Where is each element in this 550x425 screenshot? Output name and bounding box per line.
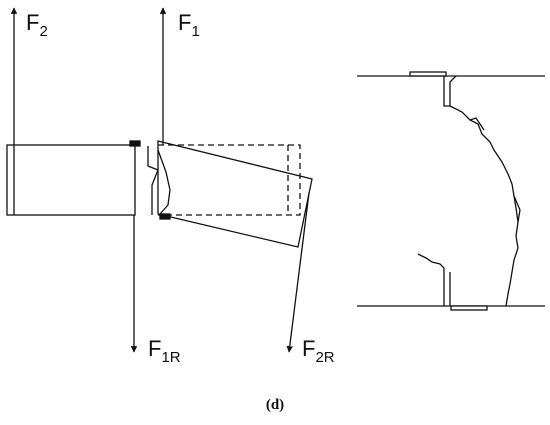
svg-text:F2R: F2R [302,336,335,366]
rotated-block [157,140,313,248]
force-label-f2: F2 [26,10,48,40]
svg-text:F1: F1 [178,10,200,40]
bottom-notch [443,268,451,306]
joint-schematic [6,7,313,353]
svg-text:F2: F2 [26,10,48,40]
figure-caption: (d) [265,397,285,413]
force-label-f1r: F1R [148,336,181,366]
f2r-arrow [286,192,310,353]
crack-pattern-sketch [357,71,545,311]
main-crack [449,105,519,307]
crack-branch-mid [513,195,521,223]
force-label-f1: F1 [178,10,200,40]
original-position [158,144,301,216]
crack-branch-lower [417,253,445,269]
gap-edge [147,146,159,215]
bottom-plate-right [450,305,488,311]
left-block [6,144,136,216]
top-plate-right [409,71,447,77]
crack-branch-upper [469,117,485,131]
top-plate [129,140,141,147]
svg-text:F1R: F1R [148,336,181,366]
top-notch [443,75,457,107]
force-label-f2r: F2R [302,336,335,366]
crack-line [157,149,171,215]
